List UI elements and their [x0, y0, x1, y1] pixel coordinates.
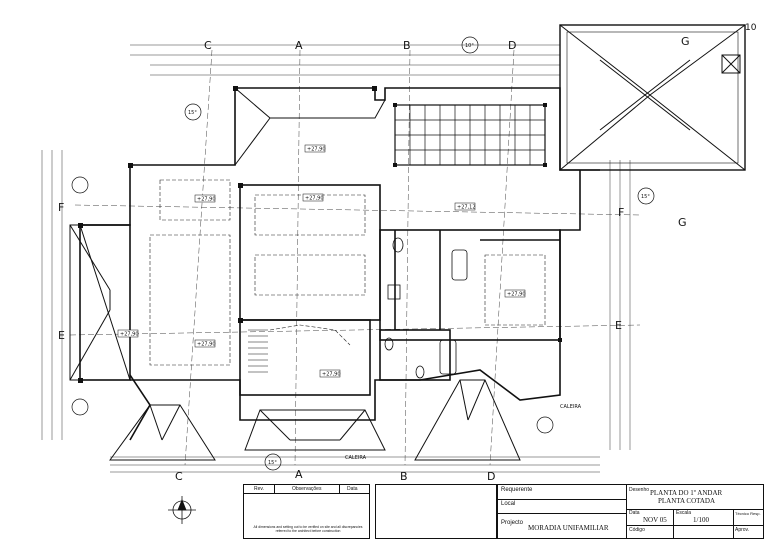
angle-label: 15° [188, 110, 197, 116]
projecto-label: Projecto [501, 520, 524, 526]
escala-value: 1/100 [693, 516, 709, 524]
axis-marker-bottom-d: D [487, 470, 495, 483]
svg-text:D: D [508, 39, 516, 52]
axis-marker-top-d: D [508, 39, 516, 52]
axis-marker-bottom-c: C [175, 470, 183, 483]
corner-note: 10 [745, 23, 757, 33]
level-text: +27,90 [307, 147, 326, 153]
local-label: Local [501, 501, 516, 507]
svg-text:B: B [403, 39, 411, 52]
axis-marker-left-f: F [58, 201, 64, 214]
angle-label: 15° [641, 194, 650, 200]
level-text: +27,90 [507, 292, 526, 298]
caleira-label: CALEIRA [345, 455, 367, 461]
drawing-title-line2: PLANTA COTADA [658, 497, 716, 505]
axis-marker-right-e: E [615, 319, 622, 332]
north-arrow-icon [168, 496, 196, 524]
dimension-lines [41, 44, 631, 473]
axis-marker-top-g: G [681, 35, 690, 48]
aprov-label: Aprov. [735, 527, 750, 533]
columns [78, 86, 562, 383]
codigo-label: Código [629, 527, 645, 533]
axis-marker-right-f: F [618, 206, 624, 219]
sanitary-fixtures [384, 237, 468, 379]
svg-text:G: G [681, 35, 690, 48]
roof-bottom [109, 379, 521, 461]
angle-marker [71, 36, 655, 471]
projecto-value: MORADIA UNIFAMILIAR [528, 524, 609, 532]
level-text: +27,90 [120, 332, 139, 338]
drawing-title-line1: PLANTA DO 1º ANDAR [650, 489, 723, 497]
caleira-label: CALEIRA [560, 404, 582, 410]
axis-marker-bottom-a: A [295, 468, 303, 481]
level-box [117, 144, 526, 378]
svg-text:C: C [204, 39, 212, 52]
level-text: +27,90 [197, 342, 216, 348]
pergola-grid [394, 104, 546, 166]
tecnico-label: Técnico Resp. [735, 511, 761, 516]
level-text: +27,90 [305, 196, 324, 202]
axis-marker-left-e: E [58, 329, 65, 342]
date-column-header: Data [347, 486, 358, 492]
data-value: NOV 05 [643, 516, 667, 524]
staircase [248, 329, 268, 373]
obs-column-header: Observações [292, 486, 322, 492]
roof-top [234, 87, 386, 166]
level-text: +27,90 [322, 372, 341, 378]
roof-left [69, 224, 131, 381]
level-text: +27,90 [197, 197, 216, 203]
data-label: Data [629, 510, 640, 516]
axis-marker-bottom-b: B [400, 470, 408, 483]
axis-marker-right-g: G [678, 216, 687, 229]
escala-label: Escala [676, 510, 692, 516]
revision-footnote: All dimensions and setting out to be ver… [253, 525, 363, 533]
axis-marker-top-b: B [403, 39, 411, 52]
axis-lines [69, 49, 641, 466]
revision-table: Rev. Observações Data All dimensions and… [243, 484, 370, 539]
rev-column-header: Rev. [254, 486, 264, 492]
svg-text:A: A [295, 39, 303, 52]
interior-outlines [149, 179, 546, 366]
roof-g [559, 24, 746, 171]
angle-label: 15° [268, 460, 277, 466]
axis-marker-top-c: C [204, 39, 212, 52]
requerente-label: Requerente [501, 487, 533, 493]
angle-label: 10° [465, 43, 474, 49]
desenho-label: Desenho [629, 487, 650, 493]
level-text: +27,12 [457, 205, 476, 211]
title-block: Requerente Local Projecto MORADIA UNIFAM… [497, 484, 764, 539]
blank-panel [375, 484, 497, 539]
axis-marker-top-a: A [295, 39, 303, 52]
